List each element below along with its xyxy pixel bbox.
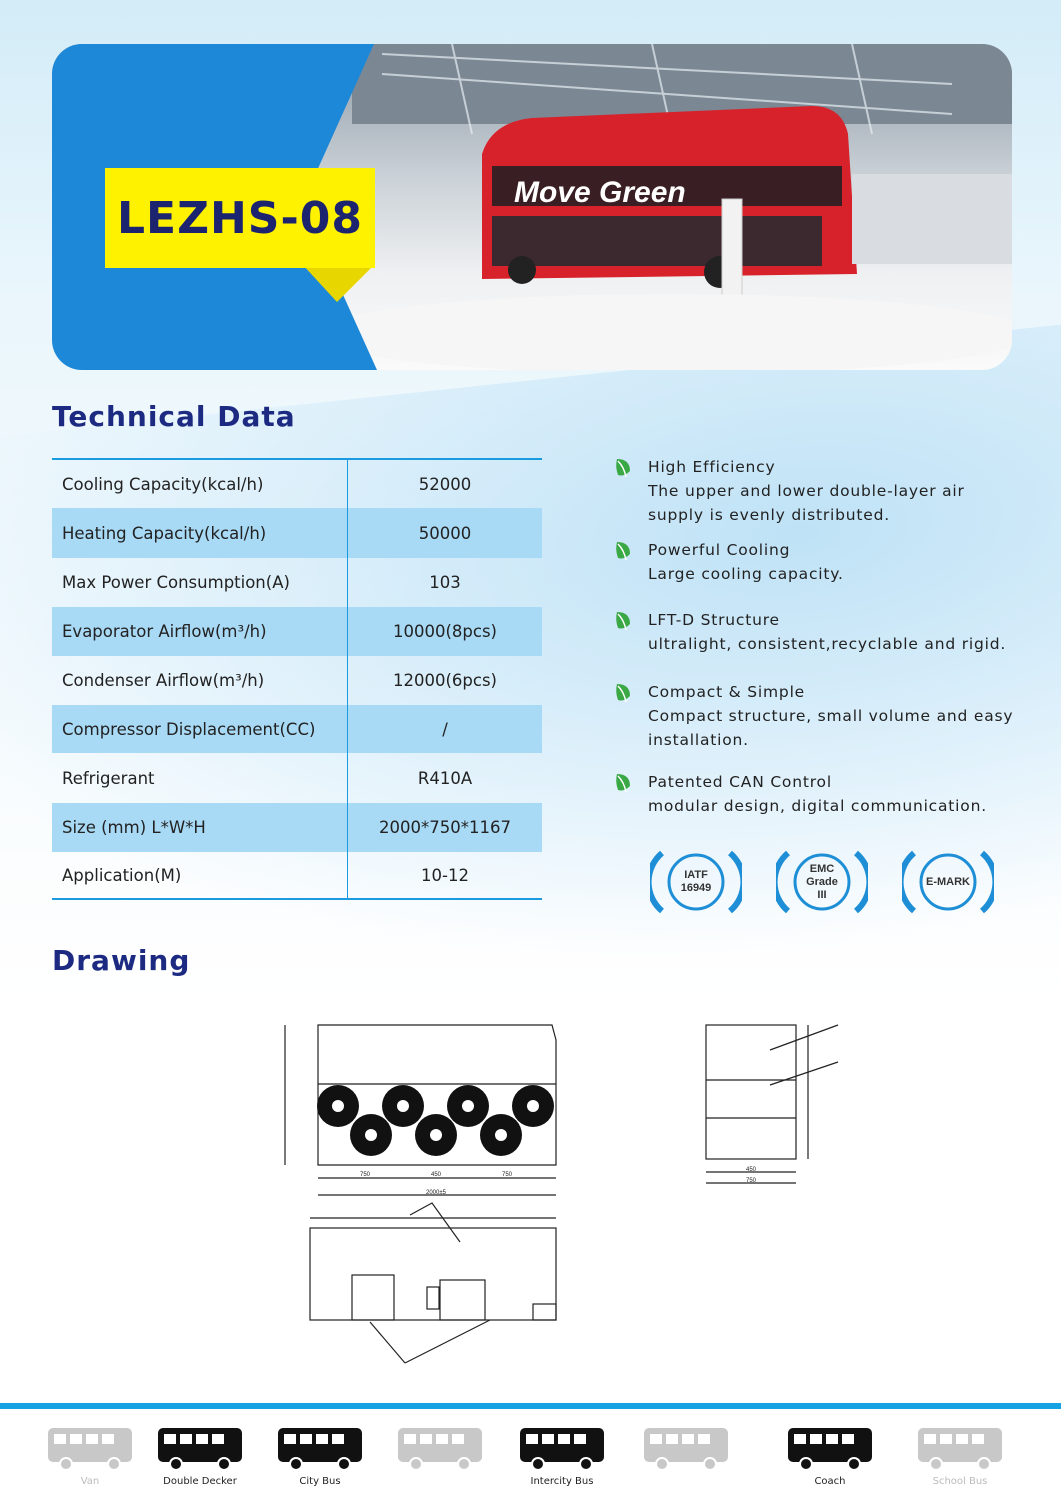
vehicle-type-item (636, 1418, 736, 1476)
dim-label: 2000±5 (426, 1190, 447, 1196)
spec-label: Condenser Airflow(m³/h) (52, 656, 348, 705)
bus-icon (158, 1428, 242, 1471)
feature-title: Compact & Simple (648, 683, 806, 701)
dim-label: 750 (502, 1172, 513, 1178)
vehicle-type-item: School Bus (910, 1418, 1010, 1487)
certification-badge: E-MARK (897, 845, 999, 919)
spec-row: Max Power Consumption(A) 103 (52, 558, 542, 607)
spec-label: Size (mm) L*W*H (52, 803, 348, 852)
hero-photo: Move Green (52, 44, 1012, 370)
vehicle-type-item: Van (40, 1418, 140, 1487)
model-label: LEZHS-08 (105, 168, 375, 268)
footer-bar (0, 1403, 1061, 1409)
dim-label: 750 (746, 1178, 757, 1184)
spec-label: Refrigerant (52, 753, 348, 803)
vehicle-type-item (390, 1418, 490, 1476)
dim-label: 750 (360, 1172, 371, 1178)
spec-value: R410A (417, 768, 473, 788)
feature-desc: Compact structure, small volume and easy… (648, 707, 1014, 749)
spec-label: Heating Capacity(kcal/h) (52, 508, 348, 558)
hero-banner: Move Green LEZHS-08 (52, 44, 1012, 370)
vehicle-type-item: City Bus (270, 1418, 370, 1487)
spec-row: Size (mm) L*W*H 2000*750*1167 (52, 803, 542, 852)
spec-label: Compressor Displacement(CC) (52, 705, 348, 753)
spec-value: 103 (429, 573, 461, 592)
vehicle-label: Double Decker (163, 1476, 237, 1487)
feature-title: High Efficiency (648, 458, 776, 476)
bus-icon (48, 1428, 132, 1471)
drawing-title: Drawing (52, 944, 191, 977)
spec-row: Compressor Displacement(CC) / (52, 705, 542, 753)
bus-icon (278, 1428, 362, 1471)
spec-label: Application(M) (52, 852, 348, 898)
spec-row: Evaporator Airflow(m³/h) 10000(8pcs) (52, 607, 542, 656)
spec-row: Heating Capacity(kcal/h) 50000 (52, 508, 542, 558)
bus-icon (520, 1428, 604, 1471)
spec-value: 52000 (418, 474, 472, 494)
spec-row: Refrigerant R410A (52, 753, 542, 803)
leaf-icon (614, 610, 634, 632)
vehicle-label: Intercity Bus (530, 1476, 594, 1487)
feature-title: Powerful Cooling (648, 541, 791, 559)
feature-item: LFT-D Structure ultralight, consistent,re… (614, 608, 1034, 656)
dim-label: 450 (746, 1167, 757, 1173)
spec-label: Cooling Capacity(kcal/h) (52, 460, 348, 508)
spec-value: / (442, 719, 448, 739)
feature-desc: modular design, digital communication. (648, 797, 987, 815)
bus-icon (644, 1428, 728, 1471)
feature-title: LFT-D Structure (648, 611, 780, 629)
vehicle-type-item: Coach (780, 1418, 880, 1487)
technical-data-title: Technical Data (52, 400, 296, 433)
technical-drawing: 750 450 750 2000±5 450 750 (284, 1024, 839, 1364)
spec-row: Cooling Capacity(kcal/h) 52000 (52, 460, 542, 508)
dim-label: 450 (431, 1172, 442, 1178)
feature-title: Patented CAN Control (648, 773, 832, 791)
spec-value: 12000(6pcs) (392, 671, 497, 690)
leaf-icon (614, 682, 634, 704)
spec-value: 2000*750*1167 (379, 818, 511, 837)
vehicle-label: City Bus (299, 1476, 341, 1487)
badge-line: E-MARK (926, 875, 970, 888)
badge-line: 16949 (680, 882, 712, 894)
vehicle-type-item: Intercity Bus (512, 1418, 612, 1487)
badge-line: Grade (806, 875, 838, 888)
leaf-icon (614, 457, 634, 479)
bus-icon (788, 1428, 872, 1471)
badge-line: III (817, 888, 827, 901)
bus-icon (918, 1428, 1002, 1471)
spec-row: Condenser Airflow(m³/h) 12000(6pcs) (52, 656, 542, 705)
spec-value: 10000(8pcs) (392, 622, 497, 641)
vehicle-label: Van (80, 1476, 100, 1487)
vehicle-label: School Bus (932, 1476, 988, 1487)
vehicle-type-item: Double Decker (150, 1418, 250, 1487)
feature-desc: The upper and lower double-layer air sup… (648, 482, 965, 524)
leaf-icon (614, 540, 634, 562)
spec-label: Evaporator Airflow(m³/h) (52, 607, 348, 656)
badge-line: EMC (809, 862, 835, 875)
bus-icon (398, 1428, 482, 1471)
feature-desc: ultralight, consistent,recyclable and ri… (648, 635, 1007, 653)
spec-value: 50000 (418, 523, 472, 543)
leaf-icon (614, 772, 634, 794)
spec-label: Max Power Consumption(A) (52, 558, 348, 607)
spec-row: Application(M) 10-12 (52, 852, 542, 898)
feature-desc: Large cooling capacity. (648, 565, 844, 583)
bus-livery-text: Move Green (514, 176, 686, 209)
vehicle-label: Coach (814, 1476, 846, 1487)
spec-value: 10-12 (421, 865, 469, 885)
feature-item: Patented CAN Control modular design, digi… (614, 770, 1034, 818)
badge-line: IATF (684, 869, 708, 881)
